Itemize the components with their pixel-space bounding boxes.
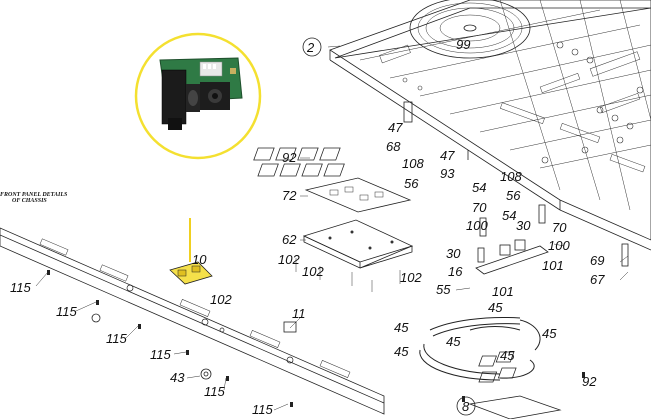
callout-45-c: 45 [542,326,557,341]
callout-108-a: 108 [402,156,424,171]
callout-93: 93 [440,166,455,181]
callout-30-b: 30 [516,218,531,233]
callout-69: 69 [590,253,604,268]
callout-11: 11 [292,306,306,321]
callout-56-b: 56 [506,188,521,203]
callout-16: 16 [448,264,463,279]
callout-62: 62 [282,232,297,247]
note-line-1: FRONT PANEL DETAILS [0,192,68,198]
callout-108-b: 108 [500,169,522,184]
jack-nut [91,313,297,380]
callout-92-b: 92 [582,374,597,389]
callout-2: 2 [306,40,315,55]
callout-99: 99 [456,37,470,52]
callout-47-b: 47 [440,148,455,163]
callout-68: 68 [386,139,401,154]
front-panel-note: FRONT PANEL DETAILS OF CHASSIS [0,192,68,204]
callout-100-b: 100 [548,238,570,253]
callout-115-f: 115 [252,402,273,417]
callout-70-a: 70 [472,200,487,215]
callout-labels: 2 99 47 47 68 108 108 93 54 54 56 56 70 … [10,37,605,417]
callout-45-a: 45 [394,320,409,335]
front-panel-strip [0,227,385,415]
callout-54-a: 54 [472,180,486,195]
callout-115-c: 115 [106,331,127,346]
main-chassis-plate [329,0,651,251]
callout-92-a: 92 [282,150,297,165]
audio-jack-bracket [169,218,213,285]
callout-45-e: 45 [446,334,461,349]
callout-102-a: 102 [278,252,300,267]
callout-102-c: 102 [400,270,422,285]
connector-assembly [403,101,629,275]
button-pad-stack [253,147,414,292]
leader-lines [35,45,629,411]
callout-54-b: 54 [502,208,516,223]
callout-8: 8 [462,399,470,414]
ring-segments [419,316,541,381]
callout-101-a: 101 [542,258,564,273]
callout-47-a: 47 [388,120,403,135]
callout-115-e: 115 [204,384,225,399]
callout-115-a: 115 [10,280,31,295]
callout-70-b: 70 [552,220,567,235]
callout-56-a: 56 [404,176,419,191]
callout-30-a: 30 [446,246,461,261]
callout-45-b: 45 [488,300,503,315]
note-line-2: OF CHASSIS [12,198,47,204]
callout-100-a: 100 [466,218,488,233]
pcb-photo-inset [134,32,262,160]
callout-101-b: 101 [492,284,514,299]
callout-55: 55 [436,282,451,297]
callout-45-f: 45 [500,348,515,363]
callout-102-d: 102 [210,292,232,307]
screws [47,270,585,407]
callout-72: 72 [282,188,297,203]
bottom-right-button-pads [468,351,562,419]
callout-67: 67 [590,272,605,287]
callout-102-b: 102 [302,264,324,279]
callout-10: 10 [192,252,207,267]
callout-115-d: 115 [150,347,171,362]
callout-43: 43 [170,370,185,385]
callout-45-d: 45 [394,344,409,359]
callout-115-b: 115 [56,304,77,319]
